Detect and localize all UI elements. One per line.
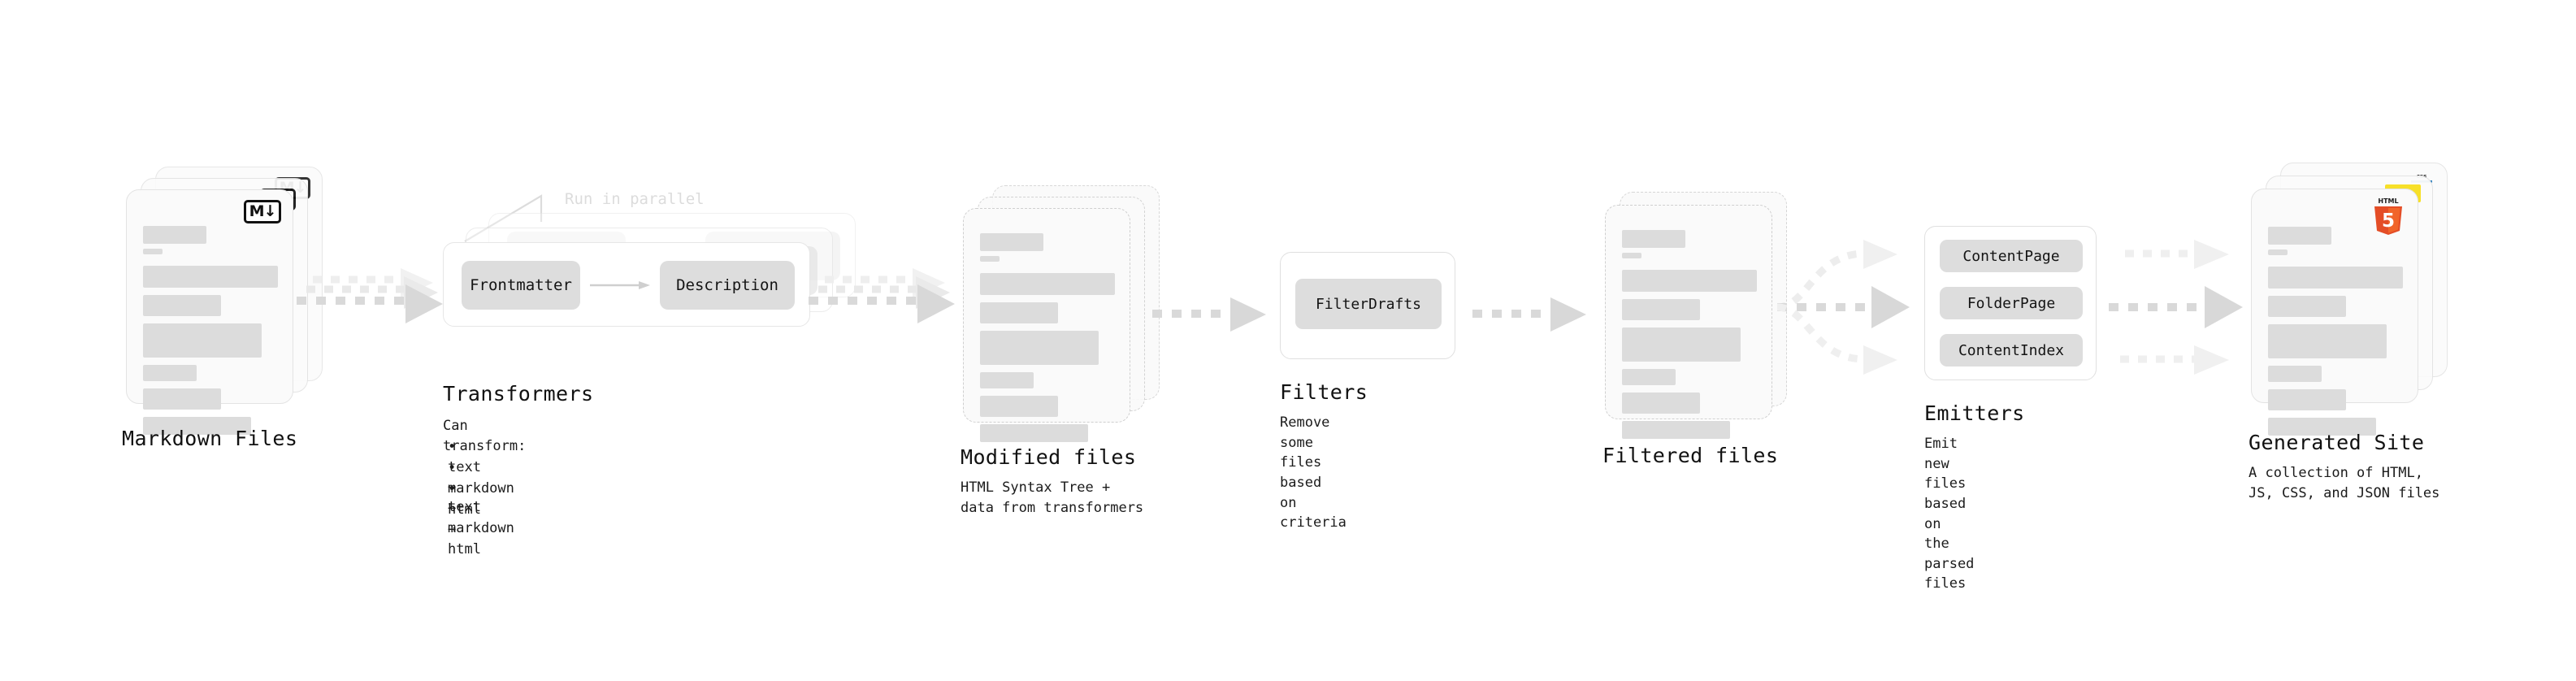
run-in-parallel-label: Run in parallel bbox=[565, 190, 705, 208]
transform-bullet-3: • html → html bbox=[448, 481, 481, 557]
fan-out-dashed-arrow-icon bbox=[1776, 240, 1910, 375]
transformer-layer-1: Frontmatter Description bbox=[443, 242, 810, 327]
stage-filtered-files: Filtered files bbox=[1602, 185, 1792, 467]
svg-text:HTML: HTML bbox=[2378, 197, 2398, 205]
site-card-html: HTML 5 bbox=[2251, 189, 2418, 436]
skeleton-content bbox=[2268, 227, 2403, 443]
markdown-card-stack: M↓ M↓ M↓ bbox=[126, 167, 323, 435]
connector-transformers-to-modified bbox=[809, 268, 963, 333]
filters-panel: FilterDrafts bbox=[1280, 252, 1455, 359]
site-card-stack: css HTML 5 bbox=[2251, 163, 2448, 436]
transform-bullet-1: • text → text bbox=[448, 439, 481, 515]
chip-contentpage[interactable]: ContentPage bbox=[1940, 240, 2083, 272]
skeleton-content bbox=[143, 226, 278, 442]
stage-caption-modified-files: HTML Syntax Tree + data from transformer… bbox=[961, 479, 1144, 516]
connector-emitters-to-site bbox=[2109, 236, 2263, 382]
stage-title-transformers: Transformers bbox=[443, 382, 594, 406]
chip-contentindex[interactable]: ContentIndex bbox=[1940, 334, 2083, 367]
skeleton-content bbox=[1622, 230, 1757, 446]
skeleton-content bbox=[980, 233, 1115, 449]
stage-title-filtered-files: Filtered files bbox=[1602, 444, 1779, 467]
filtered-card-stack bbox=[1605, 185, 1792, 439]
connector-md-to-transformers bbox=[297, 268, 451, 333]
transform-bullet-2: • markdown → markdown bbox=[448, 460, 514, 536]
arrow-right-icon bbox=[590, 281, 650, 289]
stage-modified-files: Modified files HTML Syntax Tree + data f… bbox=[961, 185, 1160, 516]
triple-dashed-arrow-icon bbox=[297, 268, 443, 323]
html5-icon: HTML 5 bbox=[2370, 196, 2406, 236]
markdown-card-front: M↓ bbox=[126, 189, 293, 435]
stage-caption-transformers: Can transform: bbox=[443, 418, 527, 454]
fan-in-dashed-arrow-icon bbox=[2109, 240, 2243, 375]
chip-filterdrafts[interactable]: FilterDrafts bbox=[1295, 279, 1442, 329]
dashed-arrow-icon bbox=[1152, 297, 1266, 332]
chip-frontmatter[interactable]: Frontmatter bbox=[462, 261, 580, 310]
dashed-arrow-icon bbox=[1472, 297, 1586, 332]
triple-dashed-arrow-icon bbox=[809, 268, 955, 323]
svg-text:5: 5 bbox=[2382, 210, 2395, 232]
stage-title-filters: Filters bbox=[1280, 380, 1368, 404]
modified-card-stack bbox=[963, 185, 1160, 442]
stage-caption-generated-site: A collection of HTML, JS, CSS, and JSON … bbox=[2249, 465, 2440, 501]
chip-description[interactable]: Description bbox=[660, 261, 795, 310]
stage-title-emitters: Emitters bbox=[1924, 401, 2025, 425]
chip-folderpage[interactable]: FolderPage bbox=[1940, 287, 2083, 319]
stage-title-generated-site: Generated Site bbox=[2249, 431, 2425, 454]
stage-markdown-files: M↓ M↓ M↓ Markdown Files bbox=[122, 167, 323, 450]
stage-caption-emitters: Emit new files based on the parsed files bbox=[1924, 436, 1975, 592]
emitters-panel: ContentPage FolderPage ContentIndex bbox=[1924, 226, 2097, 380]
stage-title-modified-files: Modified files bbox=[961, 445, 1137, 469]
connector-filtered-to-emitters bbox=[1776, 236, 1930, 382]
modified-card-front bbox=[963, 208, 1130, 442]
stage-caption-filters: Remove some files based on criteria bbox=[1280, 414, 1347, 531]
stage-title-markdown-files: Markdown Files bbox=[122, 427, 298, 450]
markdown-icon: M↓ bbox=[244, 200, 281, 223]
connector-filters-to-filtered bbox=[1472, 291, 1602, 340]
stage-generated-site: css HTML 5 bbox=[2249, 163, 2448, 501]
filtered-card-front bbox=[1605, 205, 1772, 439]
connector-modified-to-filters bbox=[1152, 291, 1282, 340]
